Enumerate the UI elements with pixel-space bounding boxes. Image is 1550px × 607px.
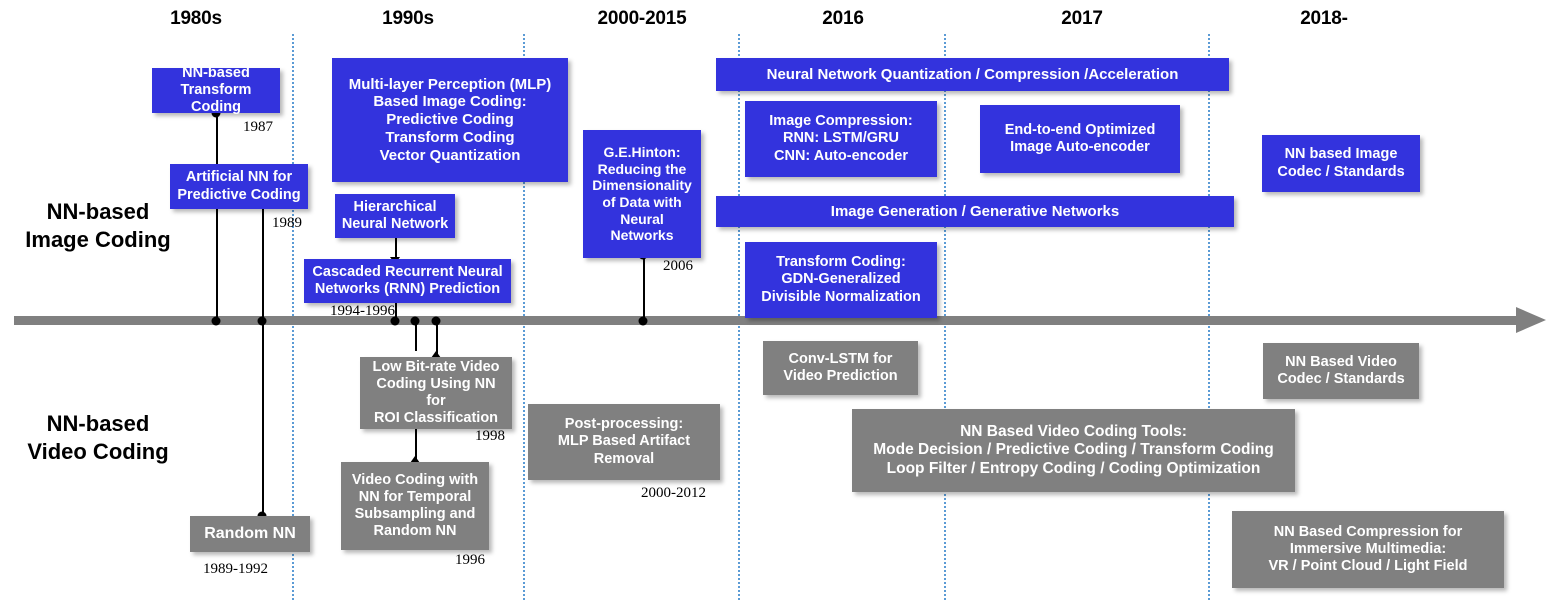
leader-dot-1998-axis <box>431 316 441 326</box>
timeline-axis <box>14 316 1524 325</box>
leader-line-1989-1992 <box>262 321 264 515</box>
event-box-image-generation-generative[interactable]: Image Generation / Generative Networks <box>716 196 1234 227</box>
event-box-nn-image-codec-standards[interactable]: NN based Image Codec / Standards <box>1262 135 1420 192</box>
year-label-1989-1992: 1989-1992 <box>203 561 268 577</box>
leader-line-1996-axis <box>415 321 417 351</box>
side-label-video-coding: NN-based Video Coding <box>27 411 169 464</box>
event-box-video-coding-temporal-subsampling[interactable]: Video Coding with NN for Temporal Subsam… <box>341 462 489 550</box>
event-box-mlp-image-coding[interactable]: Multi-layer Perception (MLP) Based Image… <box>332 58 568 182</box>
leader-line-2006 <box>643 255 645 321</box>
timeline-arrow-icon <box>1516 307 1546 333</box>
event-box-nn-transform-coding[interactable]: NN-based Transform Coding <box>152 65 280 115</box>
leader-line-1987 <box>216 113 218 320</box>
event-box-hinton-reducing-dimensionality[interactable]: G.E.Hinton: Reducing the Dimensionality … <box>583 130 701 258</box>
era-header-1980s: 1980s <box>170 8 222 29</box>
era-header-2000-2015: 2000-2015 <box>597 8 687 29</box>
year-label-1987: 1987 <box>243 119 273 135</box>
leader-line-1994-1996 <box>395 298 397 321</box>
era-header-2016: 2016 <box>822 8 864 29</box>
leader-line-1989 <box>262 202 264 321</box>
event-box-end-to-end-optimized-autoencoder[interactable]: End-to-end Optimized Image Auto-encoder <box>980 105 1180 173</box>
event-box-nn-compression-immersive-multimedia[interactable]: NN Based Compression for Immersive Multi… <box>1232 511 1504 588</box>
leader-dot-1996-axis <box>410 316 420 326</box>
event-box-nn-quantization-compression-acceleration[interactable]: Neural Network Quantization / Compressio… <box>716 58 1229 91</box>
year-label-1996: 1996 <box>455 552 485 568</box>
era-header-2017: 2017 <box>1061 8 1103 29</box>
year-label-1998: 1998 <box>475 428 505 444</box>
event-box-artificial-nn-predictive[interactable]: Artificial NN for Predictive Coding <box>170 164 308 209</box>
year-label-1994-1996: 1994-1996 <box>330 303 395 319</box>
event-box-low-bitrate-video-roi[interactable]: Low Bit-rate Video Coding Using NN for R… <box>360 357 512 429</box>
event-box-hierarchical-nn[interactable]: Hierarchical Neural Network <box>335 194 455 238</box>
leader-dot-1994-1996-axis <box>390 316 400 326</box>
leader-dot-1987-top <box>211 108 221 118</box>
event-box-transform-coding-gdn[interactable]: Transform Coding: GDN-Generalized Divisi… <box>745 242 937 318</box>
event-box-post-processing-mlp-artifact[interactable]: Post-processing: MLP Based Artifact Remo… <box>528 404 720 480</box>
event-box-random-nn[interactable]: Random NN <box>190 516 310 552</box>
leader-arrow-1996 <box>410 456 420 463</box>
year-label-1989: 1989 <box>272 215 302 231</box>
year-label-2006: 2006 <box>663 258 693 274</box>
event-box-nn-video-codec-standards[interactable]: NN Based Video Codec / Standards <box>1263 343 1419 399</box>
event-box-cascaded-rnn[interactable]: Cascaded Recurrent Neural Networks (RNN)… <box>304 259 511 303</box>
event-box-nn-video-coding-tools[interactable]: NN Based Video Coding Tools: Mode Decisi… <box>852 409 1295 492</box>
event-box-conv-lstm-video-prediction[interactable]: Conv-LSTM for Video Prediction <box>763 341 918 395</box>
era-header-2018: 2018- <box>1300 8 1348 29</box>
leader-dot-2006-axis <box>638 316 648 326</box>
era-header-1990s: 1990s <box>382 8 434 29</box>
leader-line-1998 <box>436 321 438 358</box>
side-label-image-coding: NN-based Image Coding <box>25 199 171 252</box>
leader-arrow-1998 <box>431 351 441 358</box>
event-box-image-compression-rnn-cnn[interactable]: Image Compression: RNN: LSTM/GRU CNN: Au… <box>745 101 937 177</box>
leader-line-1996 <box>415 410 417 462</box>
leader-dot-1987-axis <box>211 316 221 326</box>
year-label-2000-2012: 2000-2012 <box>641 485 706 501</box>
leader-line-hierarchical-nn <box>395 232 397 259</box>
